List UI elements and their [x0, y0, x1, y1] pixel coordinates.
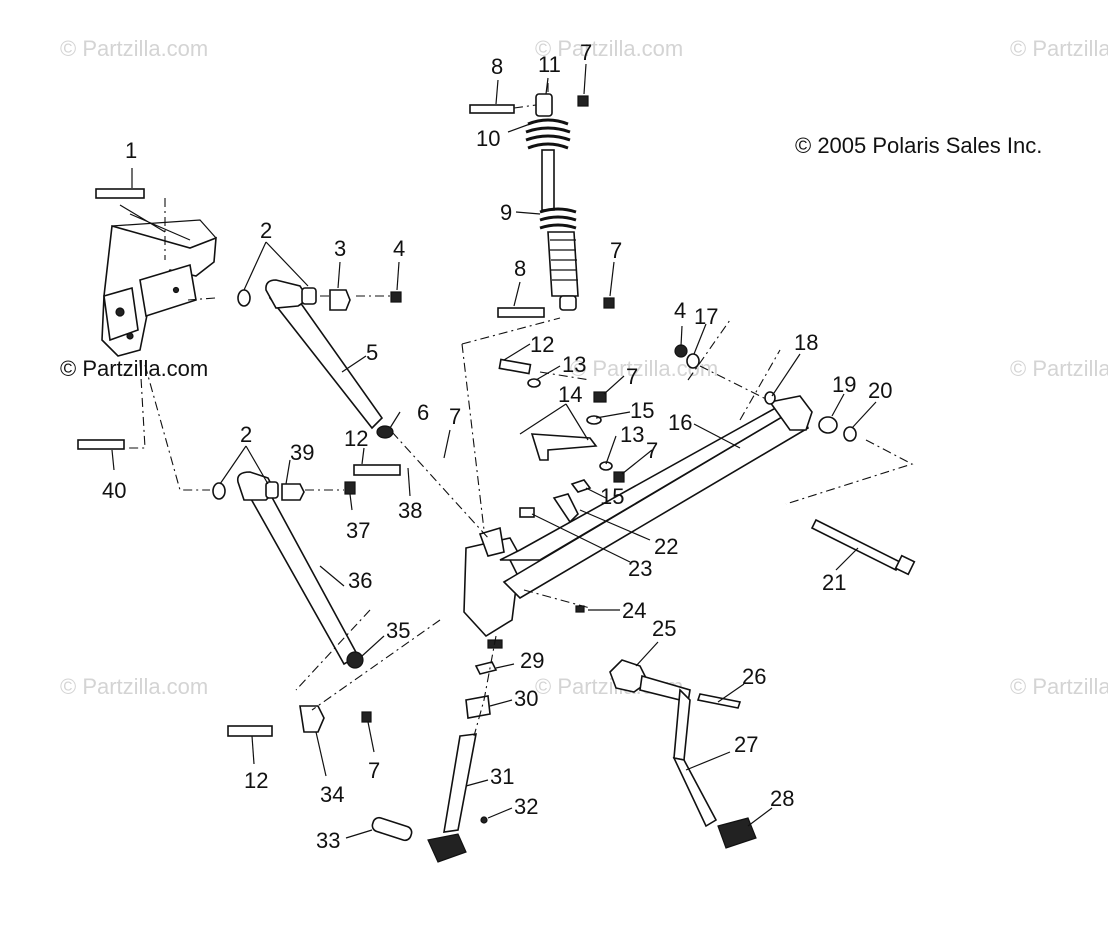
upper-a-arm: [237, 279, 402, 439]
callout-23: 23: [628, 556, 652, 581]
watermark: © Partzilla.com: [1010, 36, 1108, 61]
watermark: © Partzilla.com: [535, 36, 683, 61]
callout-8: 8: [491, 54, 503, 79]
frame-bracket: [101, 204, 217, 357]
callout-27: 27: [734, 732, 758, 757]
callout-36: 36: [348, 568, 372, 593]
callout-7: 7: [626, 364, 638, 389]
callout-2: 2: [260, 218, 272, 243]
callout-9: 9: [500, 200, 512, 225]
watermark-dark: © Partzilla.com: [60, 356, 208, 381]
watermark: © Partzilla.com: [1010, 674, 1108, 699]
callout-32: 32: [514, 794, 538, 819]
callout-4: 4: [393, 236, 405, 261]
callout-3: 3: [334, 236, 346, 261]
watermark: © Partzilla.com: [60, 674, 208, 699]
copyright-notice: © 2005 Polaris Sales Inc.: [795, 133, 1042, 158]
callout-16: 16: [668, 410, 692, 435]
sway-link: [498, 358, 625, 524]
assembly-lines: [128, 80, 914, 737]
callout-22: 22: [654, 534, 678, 559]
callout-15: 15: [600, 484, 624, 509]
callout-6: 6: [417, 400, 429, 425]
callout-20: 20: [868, 378, 892, 403]
callout-5: 5: [366, 340, 378, 365]
callout-14: 14: [558, 382, 582, 407]
bolts-left: [77, 188, 401, 737]
lower-a-arm: [212, 471, 364, 669]
callout-39: 39: [290, 440, 314, 465]
callout-13: 13: [620, 422, 644, 447]
callout-18: 18: [794, 330, 818, 355]
long-bolt: [810, 518, 916, 576]
callout-2: 2: [240, 422, 252, 447]
callout-7: 7: [368, 758, 380, 783]
callout-7: 7: [580, 40, 592, 65]
callout-21: 21: [822, 570, 846, 595]
brake-pedal: [609, 659, 757, 849]
callout-24: 24: [622, 598, 646, 623]
leader-lines: [111, 63, 877, 839]
callout-30: 30: [514, 686, 538, 711]
watermark: © Partzilla.com: [60, 36, 208, 61]
callout-7: 7: [646, 438, 658, 463]
callout-25: 25: [652, 616, 676, 641]
callout-35: 35: [386, 618, 410, 643]
callout-17: 17: [694, 304, 718, 329]
callout-15: 15: [630, 398, 654, 423]
callout-29: 29: [520, 648, 544, 673]
shock-absorber: [469, 93, 615, 318]
callout-8: 8: [514, 256, 526, 281]
watermark: © Partzilla.com: [1010, 356, 1108, 381]
callout-31: 31: [490, 764, 514, 789]
callout-34: 34: [320, 782, 344, 807]
callout-10: 10: [476, 126, 500, 151]
callout-28: 28: [770, 786, 794, 811]
callout-19: 19: [832, 372, 856, 397]
callout-7: 7: [610, 238, 622, 263]
trailing-arm: [499, 344, 857, 600]
callout-13: 13: [562, 352, 586, 377]
callout-26: 26: [742, 664, 766, 689]
callout-12: 12: [244, 768, 268, 793]
callout-12: 12: [530, 332, 554, 357]
callout-1: 1: [125, 138, 137, 163]
callout-12: 12: [344, 426, 368, 451]
callout-7: 7: [449, 404, 461, 429]
callout-33: 33: [316, 828, 340, 853]
callout-37: 37: [346, 518, 370, 543]
callout-40: 40: [102, 478, 126, 503]
callout-labels: 1 2 3 4 5 6 7 8 11 7 10 9 7 8 12 13 7 14…: [102, 40, 892, 853]
callout-38: 38: [398, 498, 422, 523]
callout-4: 4: [674, 298, 686, 323]
callout-11: 11: [538, 52, 561, 77]
